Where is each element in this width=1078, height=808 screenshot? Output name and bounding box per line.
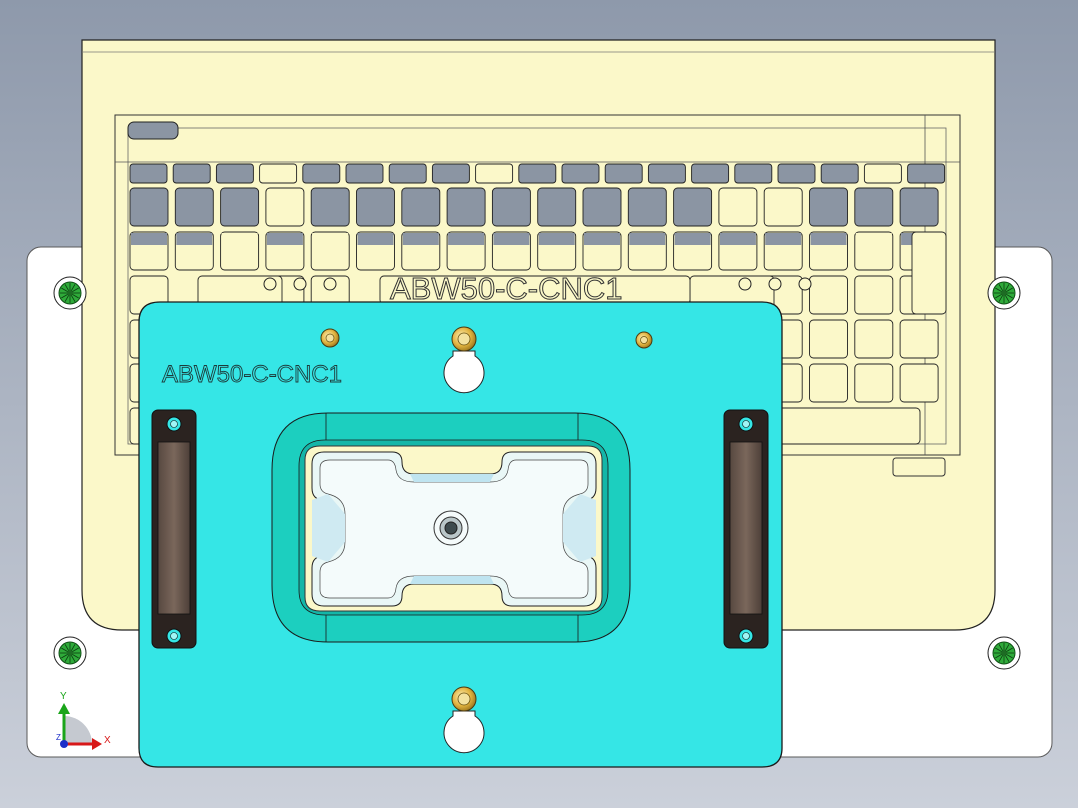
keycap xyxy=(215,163,254,184)
keycap xyxy=(265,187,305,227)
keycap-shade xyxy=(538,233,575,245)
keycap-shade xyxy=(584,233,620,245)
locating-pin-icon xyxy=(320,328,340,348)
keycap xyxy=(491,187,531,227)
keycap xyxy=(356,187,395,227)
keycap xyxy=(647,163,686,184)
base-engraved-label: ABW50-C-CNC1 xyxy=(390,271,623,306)
keycap xyxy=(863,163,902,184)
keycap xyxy=(431,163,470,184)
keycap xyxy=(172,163,211,184)
keycap-shade xyxy=(131,233,167,245)
plate-engraved-label: ABW50-C-CNC1 xyxy=(162,361,342,388)
base-small-holes xyxy=(263,277,812,291)
keycap xyxy=(259,163,298,184)
keycap-shade xyxy=(855,233,892,245)
keycap-shade xyxy=(629,233,666,245)
keycap xyxy=(809,363,848,403)
keycap-shade xyxy=(221,233,258,245)
keycap xyxy=(129,163,168,184)
keycap-shade xyxy=(266,233,303,245)
base-screws xyxy=(53,276,1021,670)
keycap xyxy=(777,163,816,184)
keycap xyxy=(627,187,667,227)
keycap xyxy=(302,163,341,184)
keycap xyxy=(809,275,848,315)
axis-y-label: Y xyxy=(60,691,67,702)
indicator-slot xyxy=(892,457,946,477)
screw-center xyxy=(67,290,73,296)
keycap xyxy=(129,187,169,227)
keycap xyxy=(718,187,758,227)
keycap xyxy=(809,319,848,359)
keycap xyxy=(854,187,894,227)
keycap xyxy=(220,187,260,227)
axis-z-label: Z xyxy=(56,733,61,742)
keycap-shade xyxy=(674,233,711,245)
axis-x-label: X xyxy=(104,735,111,746)
power-button xyxy=(127,121,179,140)
keycap xyxy=(475,163,514,184)
keycap xyxy=(899,319,939,359)
keycap xyxy=(734,163,773,184)
keycap xyxy=(310,187,350,227)
keycap xyxy=(537,187,577,227)
keycap xyxy=(582,187,622,227)
keycap xyxy=(174,187,214,227)
keycap-shade xyxy=(493,233,530,245)
keycap xyxy=(345,163,384,184)
keycap xyxy=(854,275,894,315)
keycap xyxy=(809,187,848,227)
keyhole-slot-top xyxy=(443,326,485,394)
keycap xyxy=(518,163,557,184)
keycap-shade xyxy=(402,233,439,245)
keyhole-slot-bottom xyxy=(443,686,485,754)
keycap-shade xyxy=(176,233,213,245)
vacuum-port-icon xyxy=(433,510,469,546)
keycap xyxy=(561,163,600,184)
keycap xyxy=(899,187,939,227)
keycap-shade xyxy=(312,233,349,245)
keycap xyxy=(673,187,713,227)
keycap-shade xyxy=(719,233,756,245)
keycap-shade xyxy=(765,233,802,245)
keycap xyxy=(604,163,643,184)
keycap-shade xyxy=(810,233,847,245)
axis-triad-icon[interactable]: Y X Z xyxy=(56,691,111,750)
screw-center xyxy=(1001,650,1007,656)
keycap-shade xyxy=(357,233,394,245)
locating-pin-icon xyxy=(635,331,653,349)
keycap xyxy=(899,363,939,403)
handle-right[interactable] xyxy=(723,409,769,649)
keycap xyxy=(446,187,486,227)
keycap xyxy=(854,363,894,403)
screw-center xyxy=(67,650,73,656)
keycap xyxy=(854,319,894,359)
screw-center xyxy=(1001,290,1007,296)
keycap xyxy=(388,163,427,184)
fixture-plate-group[interactable]: ABW50-C-CNC1 xyxy=(138,301,783,768)
keycap xyxy=(907,163,946,184)
keycap xyxy=(691,163,730,184)
keycap xyxy=(820,163,859,184)
keycap xyxy=(401,187,441,227)
keycap xyxy=(911,231,947,315)
keycap-shade xyxy=(448,233,485,245)
keycap xyxy=(763,187,803,227)
handle-left[interactable] xyxy=(151,409,197,649)
